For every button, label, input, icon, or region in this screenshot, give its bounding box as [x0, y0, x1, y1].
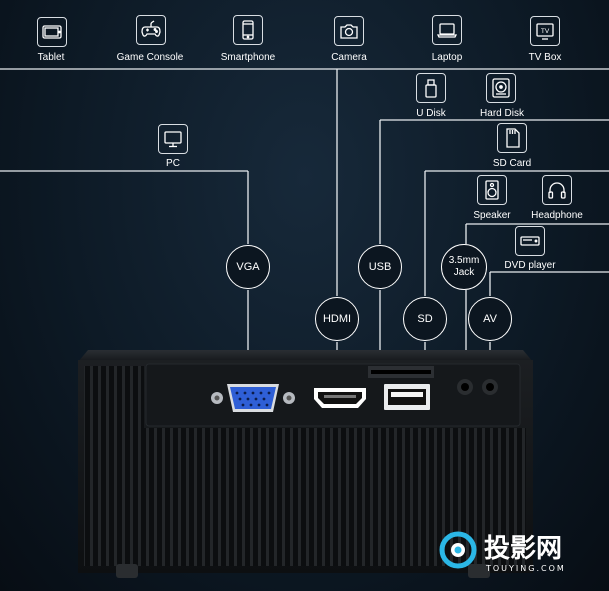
device-label-laptop: Laptop	[431, 52, 463, 63]
device-label-game-console: Game Console	[116, 52, 184, 63]
dvd-player-icon	[515, 226, 545, 256]
monitor-icon	[158, 124, 188, 154]
usb-drive-icon	[416, 73, 446, 103]
watermark: 投影网 TOUYING.COM	[438, 526, 606, 580]
watermark-title: 投影网	[484, 534, 563, 564]
camera-icon	[334, 16, 364, 46]
device-label-tablet: Tablet	[37, 52, 65, 63]
device-label-smartphone: Smartphone	[220, 52, 276, 63]
port-label-jack-line2: Jack	[453, 267, 475, 278]
av-jack-icon	[482, 379, 498, 395]
tv-box-icon: TV	[530, 16, 560, 46]
device-label-sd-card: SD Card	[492, 158, 532, 169]
device-label-pc: PC	[166, 158, 180, 169]
port-label-hdmi: HDMI	[315, 297, 359, 341]
audio-jack-icon	[457, 379, 473, 395]
vga-port-icon	[211, 384, 295, 412]
port-label-av: AV	[468, 297, 512, 341]
device-label-dvd-player: DVD player	[504, 260, 556, 271]
tv-box-icon-text: TV	[541, 28, 550, 35]
hdmi-port-icon	[314, 388, 366, 408]
device-label-camera: Camera	[331, 52, 367, 63]
port-label-usb: USB	[358, 245, 402, 289]
sd-card-icon	[497, 123, 527, 153]
port-label-jack-line1: 3.5mm	[448, 255, 480, 266]
port-label-vga-text: VGA	[236, 261, 260, 273]
speaker-icon	[477, 175, 507, 205]
watermark-logo-icon	[439, 531, 477, 569]
device-label-hard-disk: Hard Disk	[480, 108, 524, 119]
gamepad-icon	[136, 15, 166, 45]
port-label-vga: VGA	[226, 245, 270, 289]
device-label-tv-box: TV Box	[528, 52, 562, 63]
device-label-speaker: Speaker	[473, 210, 511, 221]
port-label-av-text: AV	[483, 313, 497, 325]
headphone-icon	[542, 175, 572, 205]
watermark-url: TOUYING.COM	[486, 564, 566, 573]
port-label-hdmi-text: HDMI	[322, 313, 352, 325]
tablet-icon	[37, 17, 67, 47]
port-label-sd: SD	[403, 297, 447, 341]
smartphone-icon	[233, 15, 263, 45]
device-label-u-disk: U Disk	[416, 108, 446, 119]
device-label-headphone: Headphone	[531, 210, 583, 221]
sd-slot-icon	[368, 366, 434, 378]
usb-port-icon	[384, 384, 430, 410]
port-label-usb-text: USB	[368, 261, 392, 273]
laptop-icon	[432, 15, 462, 45]
hard-disk-icon	[486, 73, 516, 103]
port-label-sd-text: SD	[417, 313, 433, 325]
